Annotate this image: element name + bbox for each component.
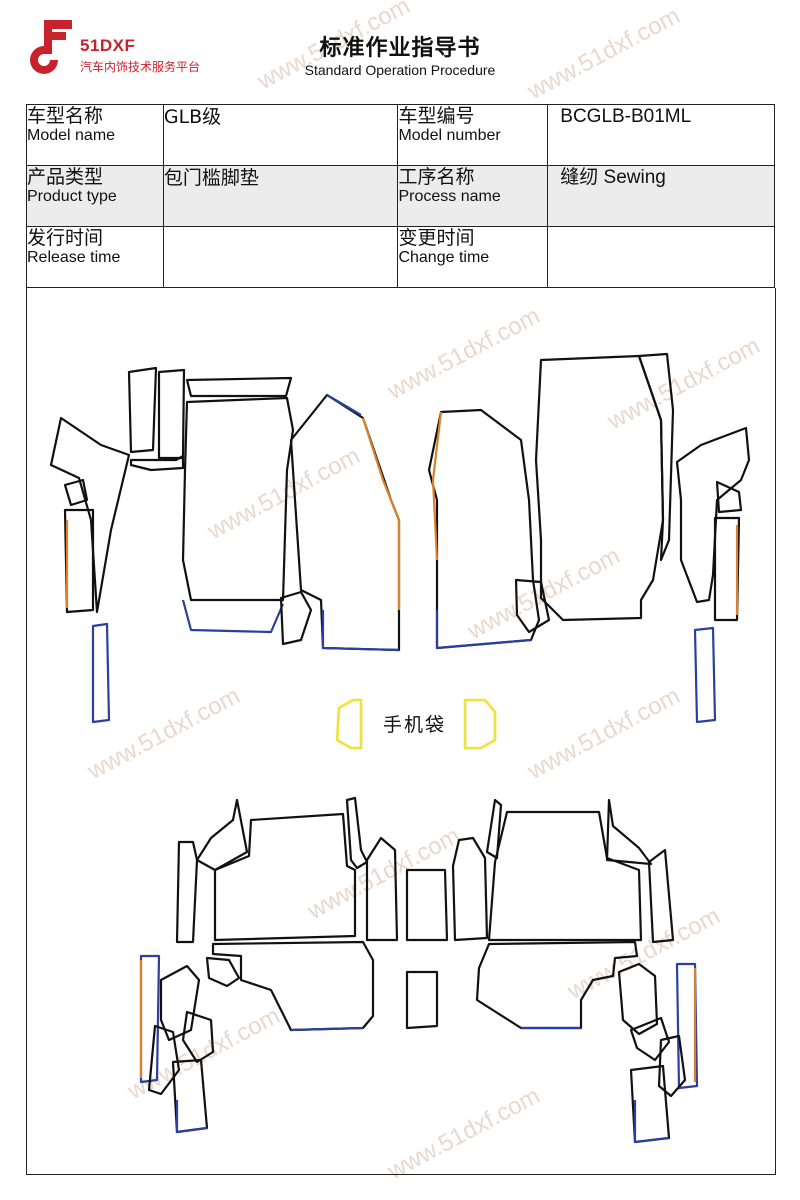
mat-piece [63,478,89,507]
phone-pocket [463,698,497,750]
label-en: Process name [398,188,501,205]
mat-piece [181,396,295,602]
mat-piece [485,798,503,860]
product-type-value: 包门槛脚垫 [162,165,399,227]
label-cn: 工序名称 [398,166,475,188]
brand-logo-icon [30,20,72,74]
mat-piece [605,798,653,866]
model-number-label: 车型编号 Model number [397,104,549,166]
mat-piece [427,408,541,650]
mat-piece [139,954,161,1084]
page-title-en: Standard Operation Procedure [304,62,496,78]
mat-piece [713,516,741,622]
brand-logo: 51DXF 汽车内饰技术服务平台 [22,18,232,78]
label-en: Change time [398,249,490,266]
release-time-label: 发行时间 Release time [26,226,164,288]
label-cn: 变更时间 [398,227,475,249]
mat-piece [365,836,399,942]
mat-piece [205,956,241,988]
mat-piece [514,578,551,634]
mat-edge [321,610,400,652]
change-time-value [547,226,775,288]
mat-edge [290,1026,364,1032]
label-cn: 车型编号 [398,105,475,127]
mat-piece [127,366,158,454]
mat-piece [181,1010,215,1064]
pattern-drawing: 手机袋 [26,288,776,1175]
page-title: 标准作业指导书 [319,36,481,61]
mat-edge [175,1100,208,1134]
mat-piece [175,840,199,944]
mat-edge [435,610,532,650]
mat-piece [211,940,375,1032]
label-en: Model number [398,127,501,144]
mat-piece [181,599,285,634]
label-cn: 产品类型 [27,166,104,188]
mat-piece [91,622,111,724]
model-name-label: 车型名称 Model name [26,104,164,166]
brand-name: 51DXF [80,36,136,55]
mat-edge [633,1100,670,1144]
process-name-value: 缝纫 Sewing [547,165,775,227]
phone-pocket-label: 手机袋 [383,714,447,736]
mat-piece [157,368,186,460]
mat-piece [213,812,357,942]
model-number-value: BCGLB-B01ML [547,104,775,166]
mat-piece [693,626,717,724]
pattern-svg [49,352,751,1144]
mat-piece [405,970,439,1030]
change-time-label: 变更时间 Change time [397,226,549,288]
product-type-label: 产品类型 Product type [26,165,164,227]
mat-edge [326,394,362,416]
mat-piece [617,962,659,1036]
mat-edge [431,411,443,561]
mat-piece [405,868,449,942]
mat-piece [147,1024,181,1096]
label-cn: 车型名称 [27,105,104,127]
mat-piece [647,848,675,944]
info-table: 车型名称 Model name GLB级 车型编号 Model number B… [26,104,775,288]
mat-piece [129,454,185,472]
brand-subtitle: 汽车内饰技术服务平台 [80,60,201,74]
mat-piece [475,940,639,1030]
mat-piece [451,836,489,942]
mat-piece [289,393,401,652]
info-row: 车型名称 Model name GLB级 车型编号 Model number B… [26,104,775,166]
label-cn: 发行时间 [27,227,104,249]
mat-piece [49,416,131,614]
mat-piece [629,1064,671,1144]
model-name-value: GLB级 [162,104,399,166]
mat-piece [159,964,201,1042]
phone-pocket [335,698,363,750]
mat-piece [487,810,643,942]
mat-piece [345,796,369,870]
mat-piece [63,508,95,614]
info-row: 产品类型 Product type 包门槛脚垫 工序名称 Process nam… [26,165,775,227]
mat-edge [361,417,401,610]
mat-piece [675,962,699,1090]
mat-piece [657,1034,687,1098]
info-row: 发行时间 Release time 变更时间 Change time [26,226,775,288]
mat-piece [279,590,313,646]
mat-piece [185,376,293,398]
release-time-value [162,226,399,288]
label-en: Model name [27,127,116,144]
label-en: Product type [27,188,117,205]
process-name-label: 工序名称 Process name [397,165,549,227]
mat-piece [534,354,665,622]
label-en: Release time [27,249,121,266]
mat-piece [629,1016,671,1062]
mat-piece [715,480,743,514]
mat-piece [637,352,675,562]
